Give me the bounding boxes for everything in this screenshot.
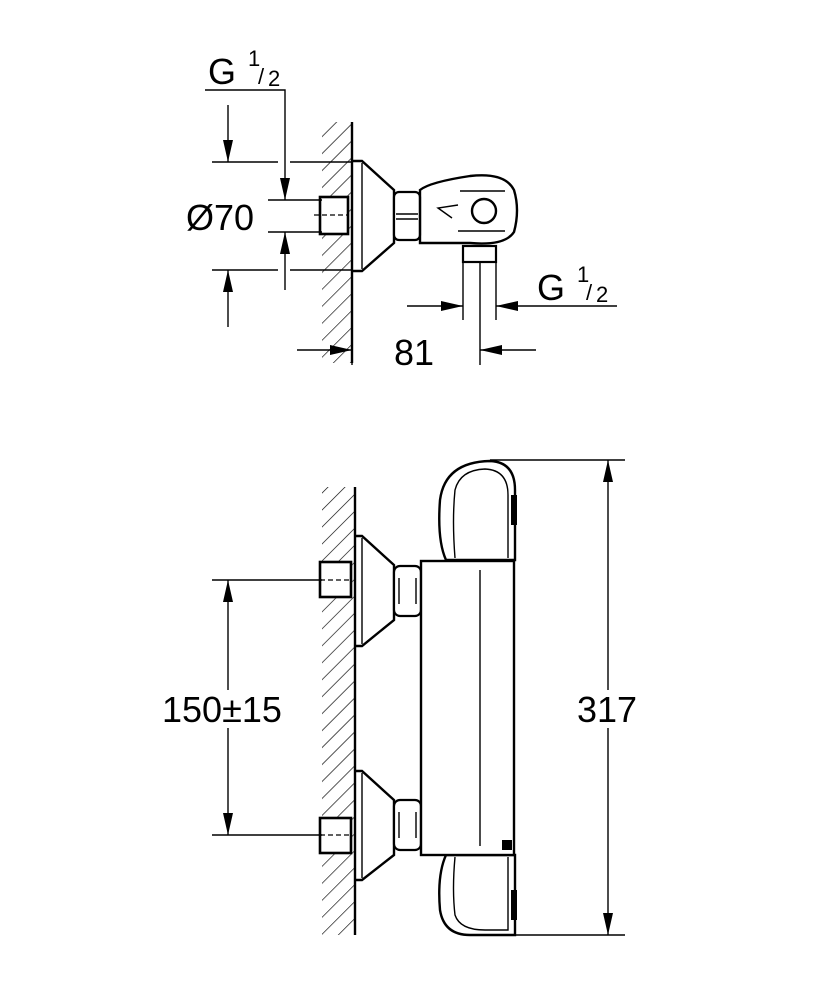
svg-text:1: 1 [248,46,260,71]
lower-nut [392,798,423,852]
svg-text:1: 1 [577,262,589,287]
outlet-thread-label: G 1 / 2 [537,262,608,308]
mixer-body-top [418,174,519,245]
upper-nut [392,564,423,618]
center-distance-label: 150±15 [162,689,282,730]
diameter-label: Ø70 [186,197,254,238]
thermostat-body [419,559,516,857]
svg-text:/: / [258,64,265,89]
wall-hatch [322,122,352,363]
upper-escutcheon [355,534,396,648]
nut [392,190,422,242]
inlet-thread-label: G 1 / 2 [208,46,280,92]
handle-circle [470,197,498,225]
top-view: Ø70 G 1 / 2 G 1 / 2 81 [186,46,617,373]
svg-text:/: / [586,280,593,305]
lower-escutcheon [355,769,396,882]
svg-text:2: 2 [268,66,280,91]
svg-text:2: 2 [596,282,608,307]
wall-hatch [322,487,355,935]
height-label: 317 [577,689,637,730]
escutcheon [352,159,396,273]
outlet-fitting [461,244,498,264]
bottom-handle [438,853,517,937]
svg-text:G: G [208,51,236,92]
depth-label: 81 [394,332,434,373]
top-handle [438,459,517,562]
svg-text:G: G [537,267,565,308]
front-view: 150±15 317 [162,459,637,937]
